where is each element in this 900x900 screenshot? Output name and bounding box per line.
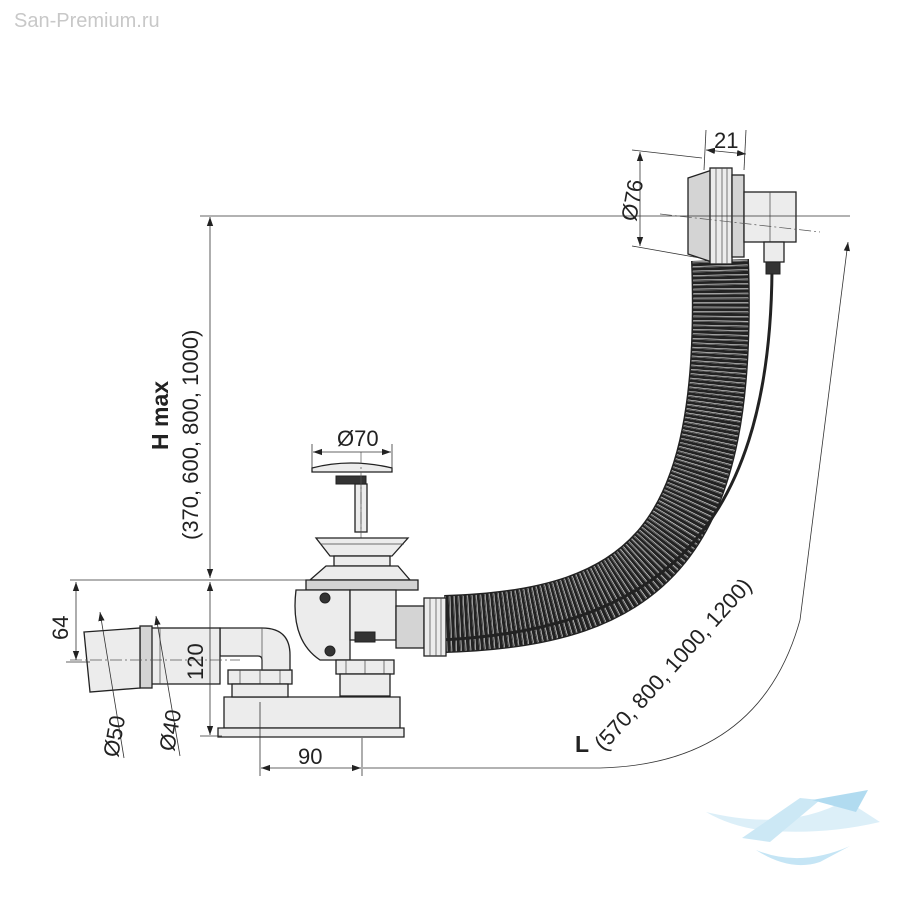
dim-outlet-d40: Ø40	[154, 708, 186, 753]
dim-outlet-d50: Ø50	[98, 714, 130, 759]
outlet-adapter	[70, 625, 240, 693]
offset-90-dimension: 90	[259, 702, 363, 776]
plug-diameter-dimension: Ø70	[311, 426, 393, 470]
watermark-text: San-Premium.ru	[14, 10, 160, 32]
drain-body	[294, 537, 447, 697]
length-dimension: L (570, 800, 1000, 1200)	[363, 241, 850, 769]
siphon-trap	[217, 627, 405, 738]
dim-h-max-values: (370, 600, 800, 1000)	[178, 330, 203, 540]
h-max-dimension: H max (370, 600, 800, 1000)	[147, 215, 850, 578]
overflow-head	[659, 167, 821, 275]
dim-overflow-depth: 21	[714, 128, 738, 153]
height-120-dimension: 120	[70, 579, 310, 737]
bathtub-wave-logo-icon	[706, 790, 880, 866]
dim-height-120: 120	[183, 643, 208, 680]
dim-length-label: L	[575, 731, 589, 757]
plug-cap	[311, 452, 393, 560]
control-cable	[359, 269, 774, 642]
corrugated-hose	[444, 258, 750, 653]
dim-plug-diameter: Ø70	[337, 426, 379, 451]
dim-offset-90: 90	[298, 744, 322, 769]
dim-height-64: 64	[48, 616, 73, 640]
height-64-dimension: 64	[48, 582, 90, 663]
dim-h-max-label: H max	[147, 381, 173, 450]
